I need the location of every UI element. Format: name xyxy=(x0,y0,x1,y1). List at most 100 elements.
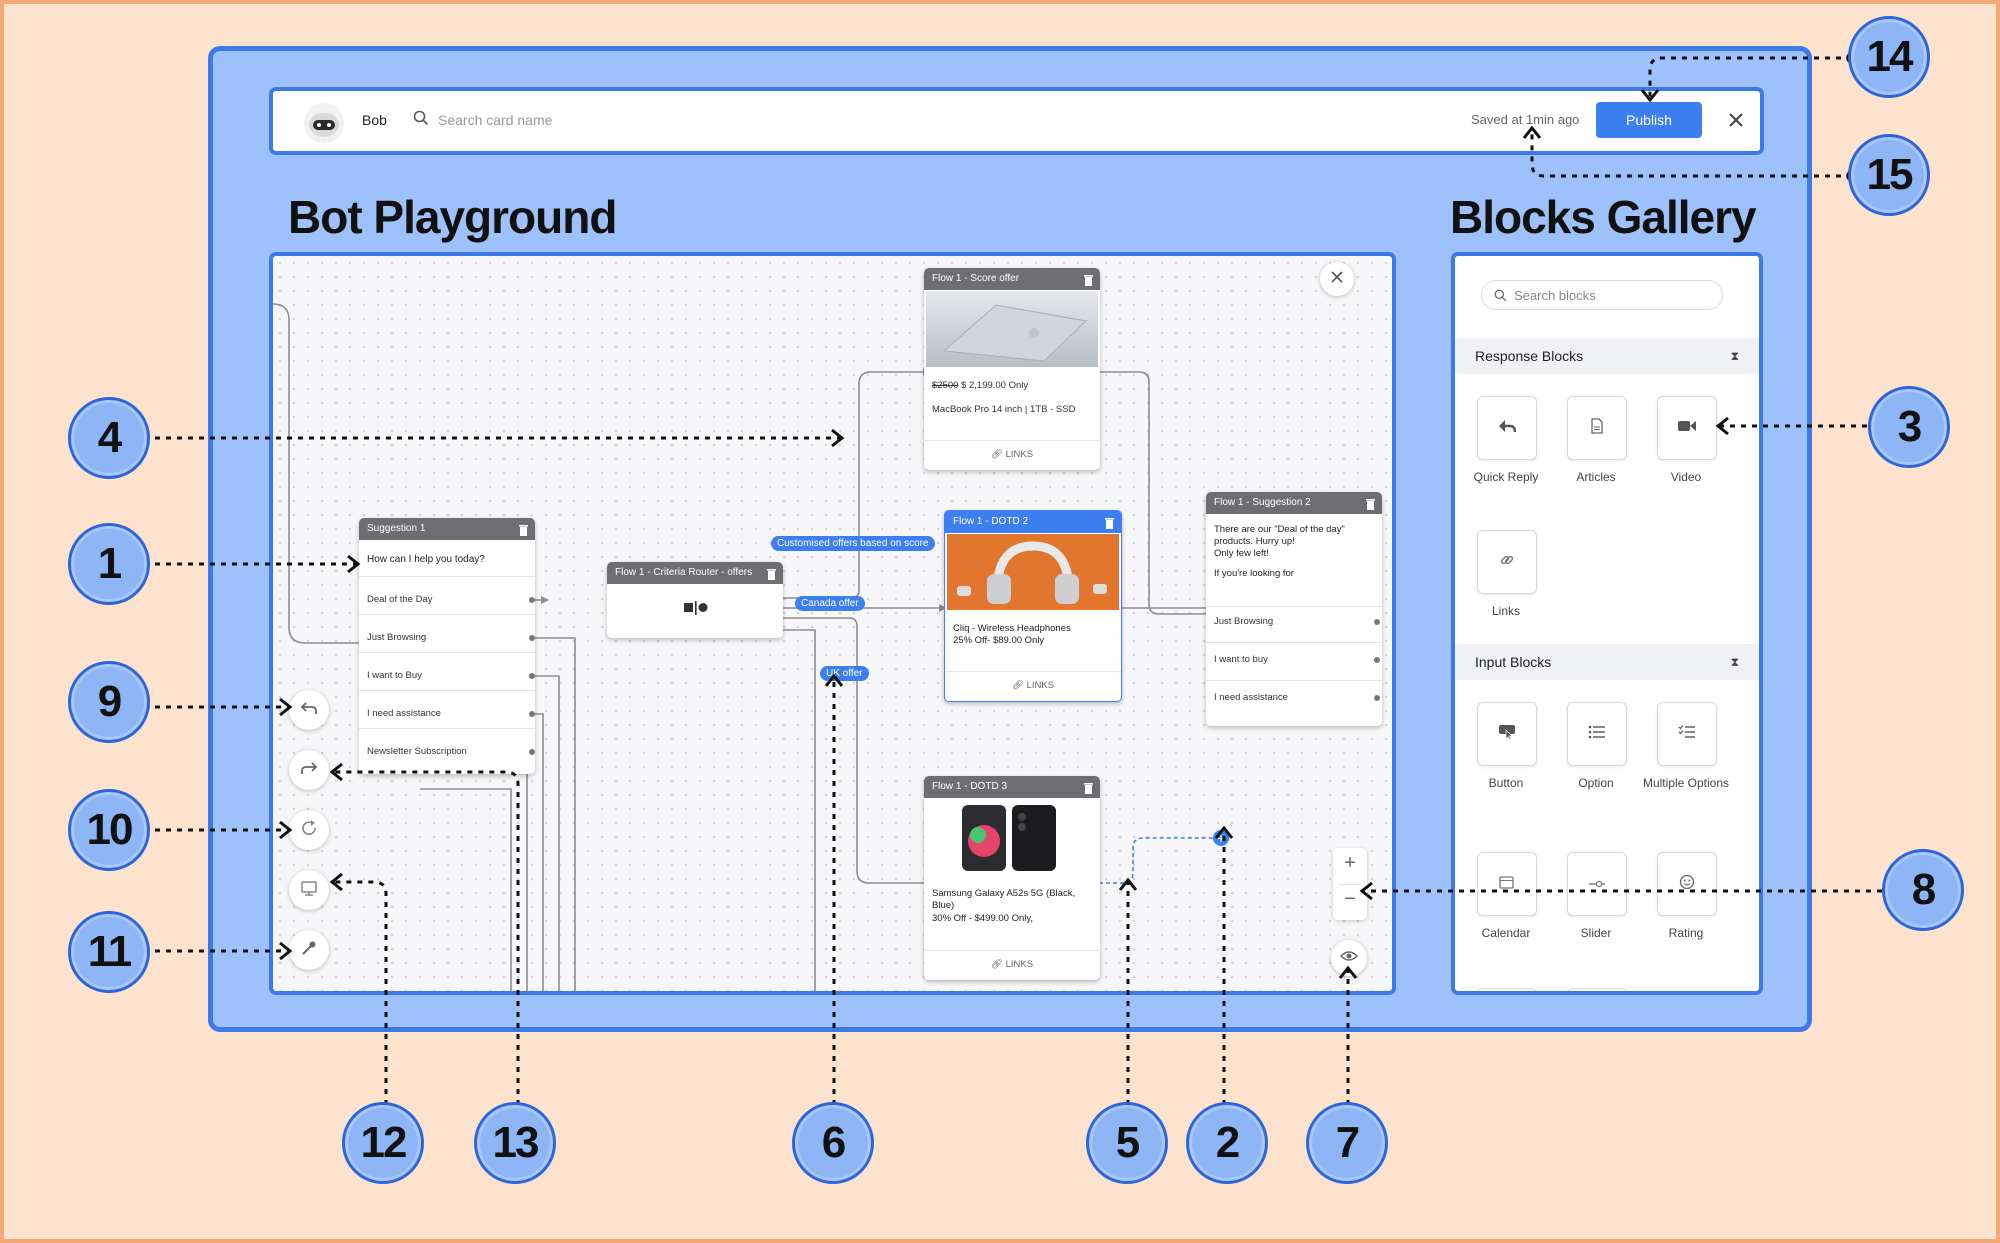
callout-badge: 7 xyxy=(1306,1102,1388,1184)
connector-port[interactable] xyxy=(529,597,535,603)
add-node-button[interactable]: + xyxy=(1213,830,1229,846)
trash-icon[interactable] xyxy=(1105,516,1114,529)
button-block[interactable] xyxy=(1477,702,1537,766)
trash-icon[interactable] xyxy=(767,567,776,580)
option-item[interactable]: I want to Buy xyxy=(367,670,422,681)
callout-badge: 15 xyxy=(1848,134,1930,216)
preview-screen-button[interactable] xyxy=(289,870,329,910)
suggestion-message: Only few left! xyxy=(1214,548,1269,559)
card-title: Flow 1 - DOTD 3 xyxy=(932,781,1008,792)
redo-button[interactable] xyxy=(289,750,329,790)
connector-port[interactable] xyxy=(1374,695,1380,701)
option-item[interactable]: Just Browsing xyxy=(1214,616,1274,627)
card-header: Flow 1 - DOTD 3 xyxy=(924,776,1100,798)
option-item[interactable]: I need assistance xyxy=(367,708,441,719)
links-button[interactable]: 🔗︎ LINKS xyxy=(924,440,1100,469)
dotd-3-card[interactable]: Flow 1 - DOTD 3 Samsung Galaxy A52s 5G (… xyxy=(924,776,1100,980)
option-item[interactable]: I want to buy xyxy=(1214,654,1268,665)
block-label: Button xyxy=(1488,776,1524,790)
callout-number: 3 xyxy=(1897,402,1923,451)
block-label: Multiple Options xyxy=(1642,776,1730,790)
zoom-in-button[interactable]: + xyxy=(1344,852,1356,874)
trash-icon[interactable] xyxy=(1084,273,1093,286)
trash-icon[interactable] xyxy=(1084,781,1093,794)
document-icon xyxy=(1590,417,1604,439)
card-header: Suggestion 1 xyxy=(359,518,535,540)
option-item[interactable]: I need assistance xyxy=(1214,692,1288,703)
bot-playground-canvas[interactable]: Suggestion 1 How can I help you today? D… xyxy=(269,252,1396,995)
video-block[interactable] xyxy=(1657,396,1717,460)
quick-reply-block[interactable] xyxy=(1477,396,1537,460)
links-block[interactable] xyxy=(1477,530,1537,594)
trash-icon[interactable] xyxy=(1366,497,1375,510)
collapse-icon[interactable]: ⧗ xyxy=(1730,349,1739,363)
links-label: LINKS xyxy=(1005,449,1034,460)
card-title: Suggestion 1 xyxy=(367,523,426,534)
playground-title: Bot Playground xyxy=(288,191,617,243)
undo-button[interactable] xyxy=(289,690,329,730)
search-icon xyxy=(1494,289,1507,307)
connector-port[interactable] xyxy=(529,635,535,641)
callout-number: 9 xyxy=(97,677,123,726)
search-icon xyxy=(413,110,429,131)
collapse-icon[interactable]: ⧗ xyxy=(1730,655,1739,669)
input-blocks-header[interactable]: Input Blocks ⧗ xyxy=(1455,644,1759,680)
close-icon[interactable] xyxy=(1728,112,1744,133)
smiley-icon xyxy=(1679,874,1695,895)
suggestion-message: If you're looking for xyxy=(1214,568,1294,579)
connector-port[interactable] xyxy=(529,673,535,679)
callout-badge: 14 xyxy=(1848,16,1930,98)
option-item[interactable]: Newsletter Subscription xyxy=(367,746,467,757)
product-desc: MacBook Pro 14 inch | 1TB - SSD xyxy=(932,404,1076,415)
score-offer-card[interactable]: Flow 1 - Score offer $2500 $ 2,199.00 On… xyxy=(924,268,1100,470)
card-header: Flow 1 - Score offer xyxy=(924,268,1100,290)
trash-icon[interactable] xyxy=(519,523,528,536)
callout-number: 13 xyxy=(492,1118,540,1167)
block-label: Calendar xyxy=(1481,926,1531,940)
callout-number: 10 xyxy=(86,805,134,854)
links-button[interactable]: 🔗︎ LINKS xyxy=(945,671,1121,700)
close-icon xyxy=(1331,270,1343,288)
reply-icon xyxy=(1498,418,1517,439)
connector-port[interactable] xyxy=(529,711,535,717)
dotd-2-card[interactable]: Flow 1 - DOTD 2 Cliq - Wireless Headphon… xyxy=(944,510,1122,702)
links-label: LINKS xyxy=(1005,959,1034,970)
search-blocks-input[interactable]: Search blocks xyxy=(1481,280,1723,310)
callout-badge: 12 xyxy=(342,1102,424,1184)
response-blocks-header[interactable]: Response Blocks ⧗ xyxy=(1455,338,1759,374)
publish-button[interactable]: Publish xyxy=(1596,102,1702,138)
links-button[interactable]: 🔗︎ LINKS xyxy=(924,950,1100,979)
calendar-block[interactable] xyxy=(1477,852,1537,916)
bot-avatar[interactable] xyxy=(304,103,344,143)
saved-status: Saved at 1min ago xyxy=(1471,112,1580,127)
suggestion-1-card[interactable]: Suggestion 1 How can I help you today? D… xyxy=(359,518,535,774)
search-card-input[interactable]: Search card name xyxy=(438,112,553,128)
magic-wand-button[interactable] xyxy=(289,930,329,970)
option-item[interactable]: Just Browsing xyxy=(367,632,427,643)
customised-offer-pill[interactable]: Customised offers based on score xyxy=(771,536,935,551)
callout-badge: 9 xyxy=(68,661,150,743)
canvas-close-button[interactable] xyxy=(1320,262,1354,296)
connector-port[interactable] xyxy=(1374,657,1380,663)
link-icon: 🔗︎ xyxy=(1011,680,1027,691)
option-block[interactable] xyxy=(1567,702,1627,766)
slider-block[interactable] xyxy=(1567,852,1627,916)
canada-offer-pill[interactable]: Canada offer xyxy=(795,596,865,611)
callout-number: 6 xyxy=(821,1118,847,1167)
suggestion-2-card[interactable]: Flow 1 - Suggestion 2 There are our "Dea… xyxy=(1206,492,1382,726)
callout-badge: 10 xyxy=(68,789,150,871)
option-item[interactable]: Deal of the Day xyxy=(367,594,433,605)
connector-port[interactable] xyxy=(1374,619,1380,625)
refresh-button[interactable] xyxy=(289,810,329,850)
rating-block[interactable] xyxy=(1657,852,1717,916)
callout-badge: 1 xyxy=(68,523,150,605)
zoom-out-button[interactable]: − xyxy=(1344,888,1356,910)
criteria-router-card[interactable]: Flow 1 - Criteria Router - offers xyxy=(607,562,783,638)
connector-port[interactable] xyxy=(529,749,535,755)
multiple-options-block[interactable] xyxy=(1657,702,1717,766)
monitor-icon xyxy=(300,879,318,902)
wand-icon xyxy=(300,939,318,962)
product-desc: Samsung Galaxy A52s 5G (Black, xyxy=(932,888,1076,899)
articles-block[interactable] xyxy=(1567,396,1627,460)
callout-number: 5 xyxy=(1115,1118,1141,1167)
